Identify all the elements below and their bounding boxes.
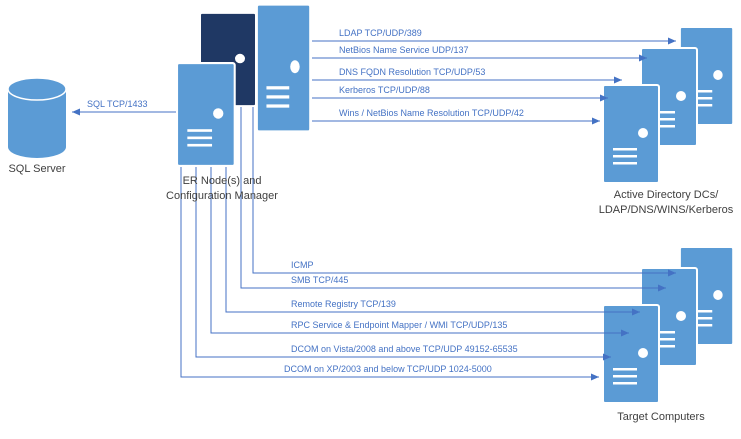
server-icon: [602, 304, 660, 404]
sql-server-label: SQL Server: [8, 163, 65, 175]
connector-netbios-label: NetBios Name Service UDP/137: [339, 45, 469, 55]
connector-kerberos: Kerberos TCP/UDP/88: [312, 85, 608, 102]
server-icon: [255, 3, 312, 133]
connector-kerberos-label: Kerberos TCP/UDP/88: [339, 85, 430, 95]
connector-icmp-line: [252, 90, 676, 277]
connector-dns: DNS FQDN Resolution TCP/UDP/53: [312, 67, 622, 84]
node-sql-server: SQL Server: [7, 77, 67, 175]
target-computers-label: Target Computers: [617, 411, 705, 423]
er-node-label-line2: Configuration Manager: [166, 190, 278, 202]
connector-icmp-label: ICMP: [291, 260, 314, 270]
er-node-label-line1: ER Node(s) and: [183, 175, 262, 187]
connector-dcom-xp: DCOM on XP/2003 and below TCP/UDP 1024-5…: [180, 90, 599, 381]
connector-rpc-wmi: RPC Service & Endpoint Mapper / WMI TCP/…: [210, 90, 629, 337]
connector-dns-label: DNS FQDN Resolution TCP/UDP/53: [339, 67, 485, 77]
connector-rpc-wmi-line: [210, 90, 629, 337]
database-cylinder-top: [7, 77, 67, 101]
node-active-directory: Active Directory DCs/ LDAP/DNS/WINS/Kerb…: [599, 26, 735, 216]
connector-icmp: ICMP: [252, 90, 676, 277]
connector-sql-label: SQL TCP/1433: [87, 99, 148, 109]
connector-dcom-vista-label: DCOM on Vista/2008 and above TCP/UDP 491…: [291, 344, 518, 354]
connector-remote-registry-label: Remote Registry TCP/139: [291, 299, 396, 309]
connector-sql: SQL TCP/1433: [72, 99, 176, 116]
active-directory-label-line2: LDAP/DNS/WINS/Kerberos: [599, 204, 734, 216]
connector-smb-label: SMB TCP/445: [291, 275, 348, 285]
node-target-computers: Target Computers: [602, 246, 735, 423]
connector-smb: SMB TCP/445: [240, 90, 666, 292]
connector-wins-label: Wins / NetBios Name Resolution TCP/UDP/4…: [339, 108, 524, 118]
connector-ldap-label: LDAP TCP/UDP/389: [339, 28, 422, 38]
node-er-configuration-manager: ER Node(s) and Configuration Manager: [166, 3, 312, 202]
database-cylinder-icon: [8, 89, 66, 158]
connector-netbios-name-service: NetBios Name Service UDP/137: [312, 45, 647, 62]
connector-wins: Wins / NetBios Name Resolution TCP/UDP/4…: [312, 108, 600, 125]
connectors-layer: SQL TCP/1433 LDAP TCP/UDP/389 NetBios Na…: [72, 28, 676, 381]
server-icon: [602, 84, 660, 184]
active-directory-label-line1: Active Directory DCs/: [614, 189, 719, 201]
server-icon: [175, 61, 236, 167]
connector-dcom-xp-label: DCOM on XP/2003 and below TCP/UDP 1024-5…: [284, 364, 492, 374]
connector-dcom-vista: DCOM on Vista/2008 and above TCP/UDP 491…: [195, 90, 611, 361]
connector-dcom-vista-line: [195, 90, 611, 361]
connector-ldap: LDAP TCP/UDP/389: [312, 28, 676, 45]
connector-dcom-xp-line: [180, 90, 599, 381]
connector-smb-line: [240, 90, 666, 292]
connector-rpc-wmi-label: RPC Service & Endpoint Mapper / WMI TCP/…: [291, 320, 507, 330]
